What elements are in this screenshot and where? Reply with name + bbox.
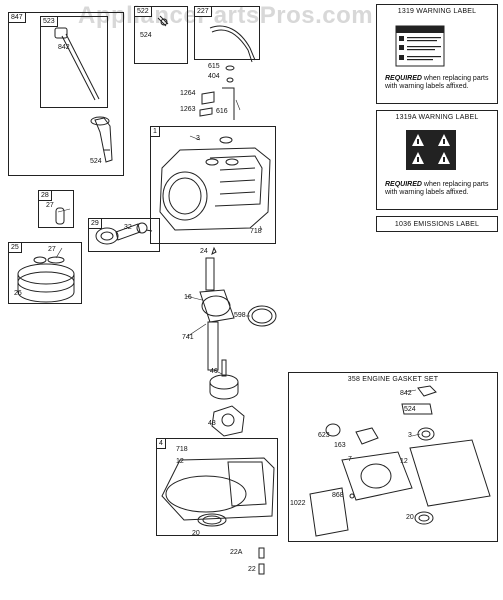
- warning-label-1319-note: REQUIRED when replacing parts with warni…: [385, 75, 493, 91]
- part-label: 741: [182, 334, 194, 341]
- cam-gear-illustration: [209, 359, 239, 400]
- crankshaft-illustration: [199, 257, 235, 371]
- part-label: 3: [408, 432, 412, 439]
- part-label: 524: [140, 32, 152, 39]
- part-label: 404: [208, 73, 220, 80]
- part-227-link: [209, 25, 256, 63]
- box-4: 4: [156, 438, 278, 536]
- box-4-tag: 4: [157, 439, 166, 449]
- part-label: 1263: [180, 106, 196, 113]
- part-label: 524: [90, 158, 102, 165]
- governor-parts: [199, 65, 235, 120]
- box-522-tag: 522: [135, 7, 152, 17]
- sump-illustration: [161, 457, 275, 527]
- box-29: 29: [88, 218, 160, 252]
- gasket-set-box: 358 ENGINE GASKET SET: [288, 372, 498, 542]
- gasket-set-title: 358 ENGINE GASKET SET: [347, 376, 439, 383]
- warning-label-1319a-graphic: [406, 130, 456, 170]
- part-label: 20: [406, 514, 414, 521]
- part-label: 22: [248, 566, 256, 573]
- warning-sign-text: WARNING: [405, 20, 434, 26]
- warning-label-1319-graphic: [395, 25, 445, 67]
- key-part-24: [211, 246, 217, 255]
- emissions-label-title: 1036 EMISSIONS LABEL: [394, 221, 480, 228]
- box-1: 1: [150, 126, 276, 244]
- part-label: 163: [334, 442, 346, 449]
- piston-pin-part-27: [55, 207, 65, 225]
- part-label: 12: [400, 458, 408, 465]
- required-word: REQUIRED: [385, 75, 422, 82]
- warning-label-1319a-box: 1319A WARNING LABEL REQUIRED when replac…: [376, 110, 498, 210]
- part-label: 868: [332, 492, 344, 499]
- part-label: 26: [14, 290, 22, 297]
- warning-label-1319a-note: REQUIRED when replacing parts with warni…: [385, 181, 493, 197]
- box-847: 847: [8, 12, 124, 176]
- part-label: 1264: [180, 90, 196, 97]
- box-847-tag: 847: [9, 13, 26, 23]
- dipstick-tube-part-524: [90, 116, 113, 163]
- warning-label-1319-title: 1319 WARNING LABEL: [397, 8, 477, 15]
- box-29-tag: 29: [89, 219, 102, 229]
- piston-illustration: [17, 256, 75, 303]
- box-25: 25: [8, 242, 82, 304]
- part-label: 842: [58, 44, 70, 51]
- bolt-part-22: [258, 563, 265, 575]
- bolt-part-22A: [258, 547, 265, 559]
- part-label: 27: [46, 202, 54, 209]
- seal-part-598: [247, 305, 277, 327]
- box-28-tag: 28: [39, 191, 52, 201]
- box-1-tag: 1: [151, 127, 160, 137]
- required-word: REQUIRED: [385, 181, 422, 188]
- part-label: 524: [404, 406, 416, 413]
- emissions-label-box: 1036 EMISSIONS LABEL: [376, 216, 498, 232]
- part-label: 1022: [290, 500, 306, 507]
- part-label: 24: [200, 248, 208, 255]
- part-label: 22A: [230, 549, 243, 556]
- part-label: 20: [192, 530, 200, 537]
- warning-label-1319-box: 1319 WARNING LABEL WARNING REQUIRED when…: [376, 4, 498, 104]
- box-522: 522: [134, 6, 188, 64]
- part-label: 842: [400, 390, 412, 397]
- box-523: 523: [40, 16, 108, 108]
- part-label: 718: [176, 446, 188, 453]
- part-522-tube: [157, 15, 169, 27]
- required-text: when replacing parts with warning labels…: [385, 181, 489, 196]
- box-227-tag: 227: [195, 7, 212, 17]
- part-label: 718: [250, 228, 262, 235]
- cylinder-block-illustration: [159, 136, 271, 231]
- warning-label-1319a-title: 1319A WARNING LABEL: [395, 114, 479, 121]
- box-25-tag: 25: [9, 243, 22, 253]
- required-text: when replacing parts with warning labels…: [385, 75, 489, 90]
- part-label: 32: [124, 224, 132, 231]
- connecting-rod-illustration: [95, 222, 153, 245]
- dipstick-part-842: [54, 27, 100, 101]
- part-label: 7: [348, 456, 352, 463]
- part-label: 12: [176, 458, 184, 465]
- part-label: 27: [48, 246, 56, 253]
- part-label: 623: [318, 432, 330, 439]
- part-label: 43: [208, 420, 216, 427]
- box-523-tag: 523: [41, 17, 58, 27]
- part-label: 598: [234, 312, 246, 319]
- part-label: 16: [184, 294, 192, 301]
- part-label: 3: [196, 135, 200, 142]
- part-label: 615: [208, 63, 220, 70]
- gasket-set-illustration: [309, 385, 491, 537]
- box-227: 227: [194, 6, 260, 60]
- part-label: 616: [216, 108, 228, 115]
- part-label: 46: [210, 368, 218, 375]
- governor-illustration: [211, 405, 245, 437]
- box-28: 28: [38, 190, 74, 228]
